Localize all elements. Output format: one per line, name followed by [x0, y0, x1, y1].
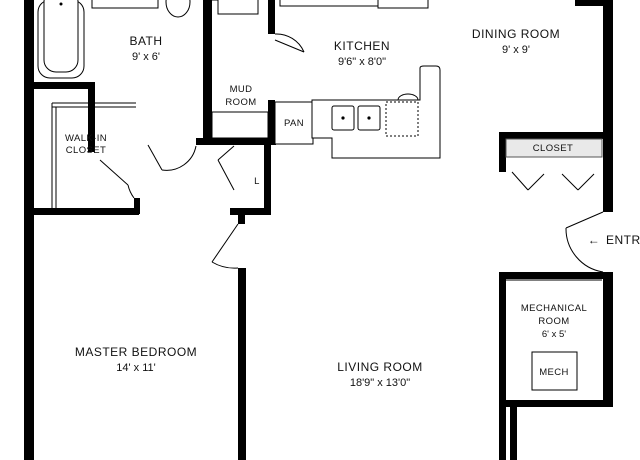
wall-linen-stub: [238, 208, 245, 224]
closet-door-c: [561, 173, 579, 191]
wall-left-exterior: [24, 0, 34, 460]
range: [377, 0, 429, 9]
wall-lower-right: [510, 400, 517, 460]
wall-linen-right: [264, 143, 271, 215]
dishwasher: [385, 101, 419, 137]
entry-label: ENTRY: [606, 233, 640, 247]
walkin-door-leaf: [99, 159, 129, 186]
washer: [217, 0, 259, 15]
mud-bench: [211, 111, 269, 139]
linen-door-a: [217, 145, 235, 161]
mud-door-leaf: [274, 39, 305, 53]
mech-label-1: MECHANICAL: [521, 303, 587, 314]
wall-linen-bottom: [230, 208, 270, 215]
entry-door-swing: [565, 227, 604, 273]
closet-shelf: [505, 138, 603, 158]
walkin-closet: [51, 102, 136, 208]
entry-door: [565, 211, 604, 273]
bedroom-door-swing: [211, 261, 239, 269]
faucet: [397, 93, 419, 101]
wall-hall-top: [196, 138, 276, 145]
entry-door-leaf: [565, 211, 604, 229]
pantry-box: [274, 101, 314, 145]
living-size: 18'9" x 13'0": [350, 377, 410, 389]
walkin-label-2: CLOSET: [66, 145, 106, 156]
wall-kitchen-left-lower: [268, 100, 275, 145]
mech-size: 6' x 5': [542, 329, 566, 340]
bath-door-leaf: [147, 144, 163, 171]
dining-label: DINING ROOM: [472, 27, 560, 41]
mud-label-2: ROOM: [225, 97, 256, 108]
linen-closet: [217, 145, 235, 191]
master-size: 14' x 11': [116, 362, 155, 374]
living-label: LIVING ROOM: [337, 360, 423, 374]
mud-door-swing: [274, 33, 305, 53]
linen-door-b: [217, 159, 235, 191]
bath-door: [147, 144, 197, 171]
bath-fixtures: [37, 0, 191, 79]
walls: [24, 0, 613, 460]
mech-label-2: ROOM: [538, 316, 569, 327]
wall-mech-left: [499, 272, 506, 460]
wall-bedroom-right: [238, 268, 246, 460]
bedroom-door-leaf: [211, 223, 239, 263]
sink-left-drain: [341, 116, 345, 120]
wall-walkin-right-top: [88, 82, 95, 152]
labels: BATH 9' x 6' KITCHEN 9'6" x 8'0" DINING …: [65, 27, 640, 389]
kitchen-size: 9'6" x 8'0": [338, 56, 386, 68]
walkin-label-1: WALK-IN: [65, 133, 107, 144]
bedroom-door: [211, 223, 239, 269]
closet-door-a: [511, 171, 529, 191]
dining-size: 9' x 9': [502, 44, 530, 56]
wall-kitchen-left-upper: [268, 0, 275, 34]
wall-right-exterior-upper: [603, 0, 613, 212]
wall-bath-bottom-left: [24, 82, 92, 89]
closet-door-b: [527, 173, 545, 191]
bathtub-inner: [43, 0, 79, 73]
wall-right-exterior-lower: [603, 272, 613, 406]
sink-right-drain: [367, 116, 371, 120]
wall-mech-top: [499, 272, 605, 279]
mud-label-1: MUD: [230, 84, 253, 95]
wall-walkin-corner: [134, 198, 140, 214]
wall-closet-top: [499, 132, 604, 139]
mechanical-room: [506, 279, 602, 391]
mech-unit-label: MECH: [539, 367, 569, 378]
linen-label: L: [254, 176, 260, 187]
mud-room-area: [211, 0, 314, 145]
closet-door-d: [577, 173, 595, 191]
wall-closet-left: [499, 132, 506, 172]
toilet: [165, 0, 191, 18]
wall-top-right: [575, 0, 607, 6]
closet-area: [505, 138, 603, 191]
kitchen-fixtures: [279, 0, 441, 159]
pantry-label: PAN: [284, 118, 304, 129]
kitchen-label: KITCHEN: [334, 39, 390, 53]
bath-label: BATH: [129, 34, 162, 48]
tub-drain: [59, 2, 63, 6]
master-label: MASTER BEDROOM: [75, 345, 197, 359]
left-arrow-icon: ←: [588, 233, 601, 247]
mech-unit: [531, 351, 578, 391]
bath-size: 9' x 6': [132, 51, 160, 63]
walkin-door-swing: [127, 184, 135, 199]
closet-label: CLOSET: [533, 143, 573, 154]
wall-mech-bottom: [506, 400, 613, 407]
bath-door-swing: [161, 145, 197, 171]
wall-bath-right: [203, 0, 212, 138]
wall-walkin-bottom: [24, 208, 139, 215]
vanity: [91, 0, 159, 9]
